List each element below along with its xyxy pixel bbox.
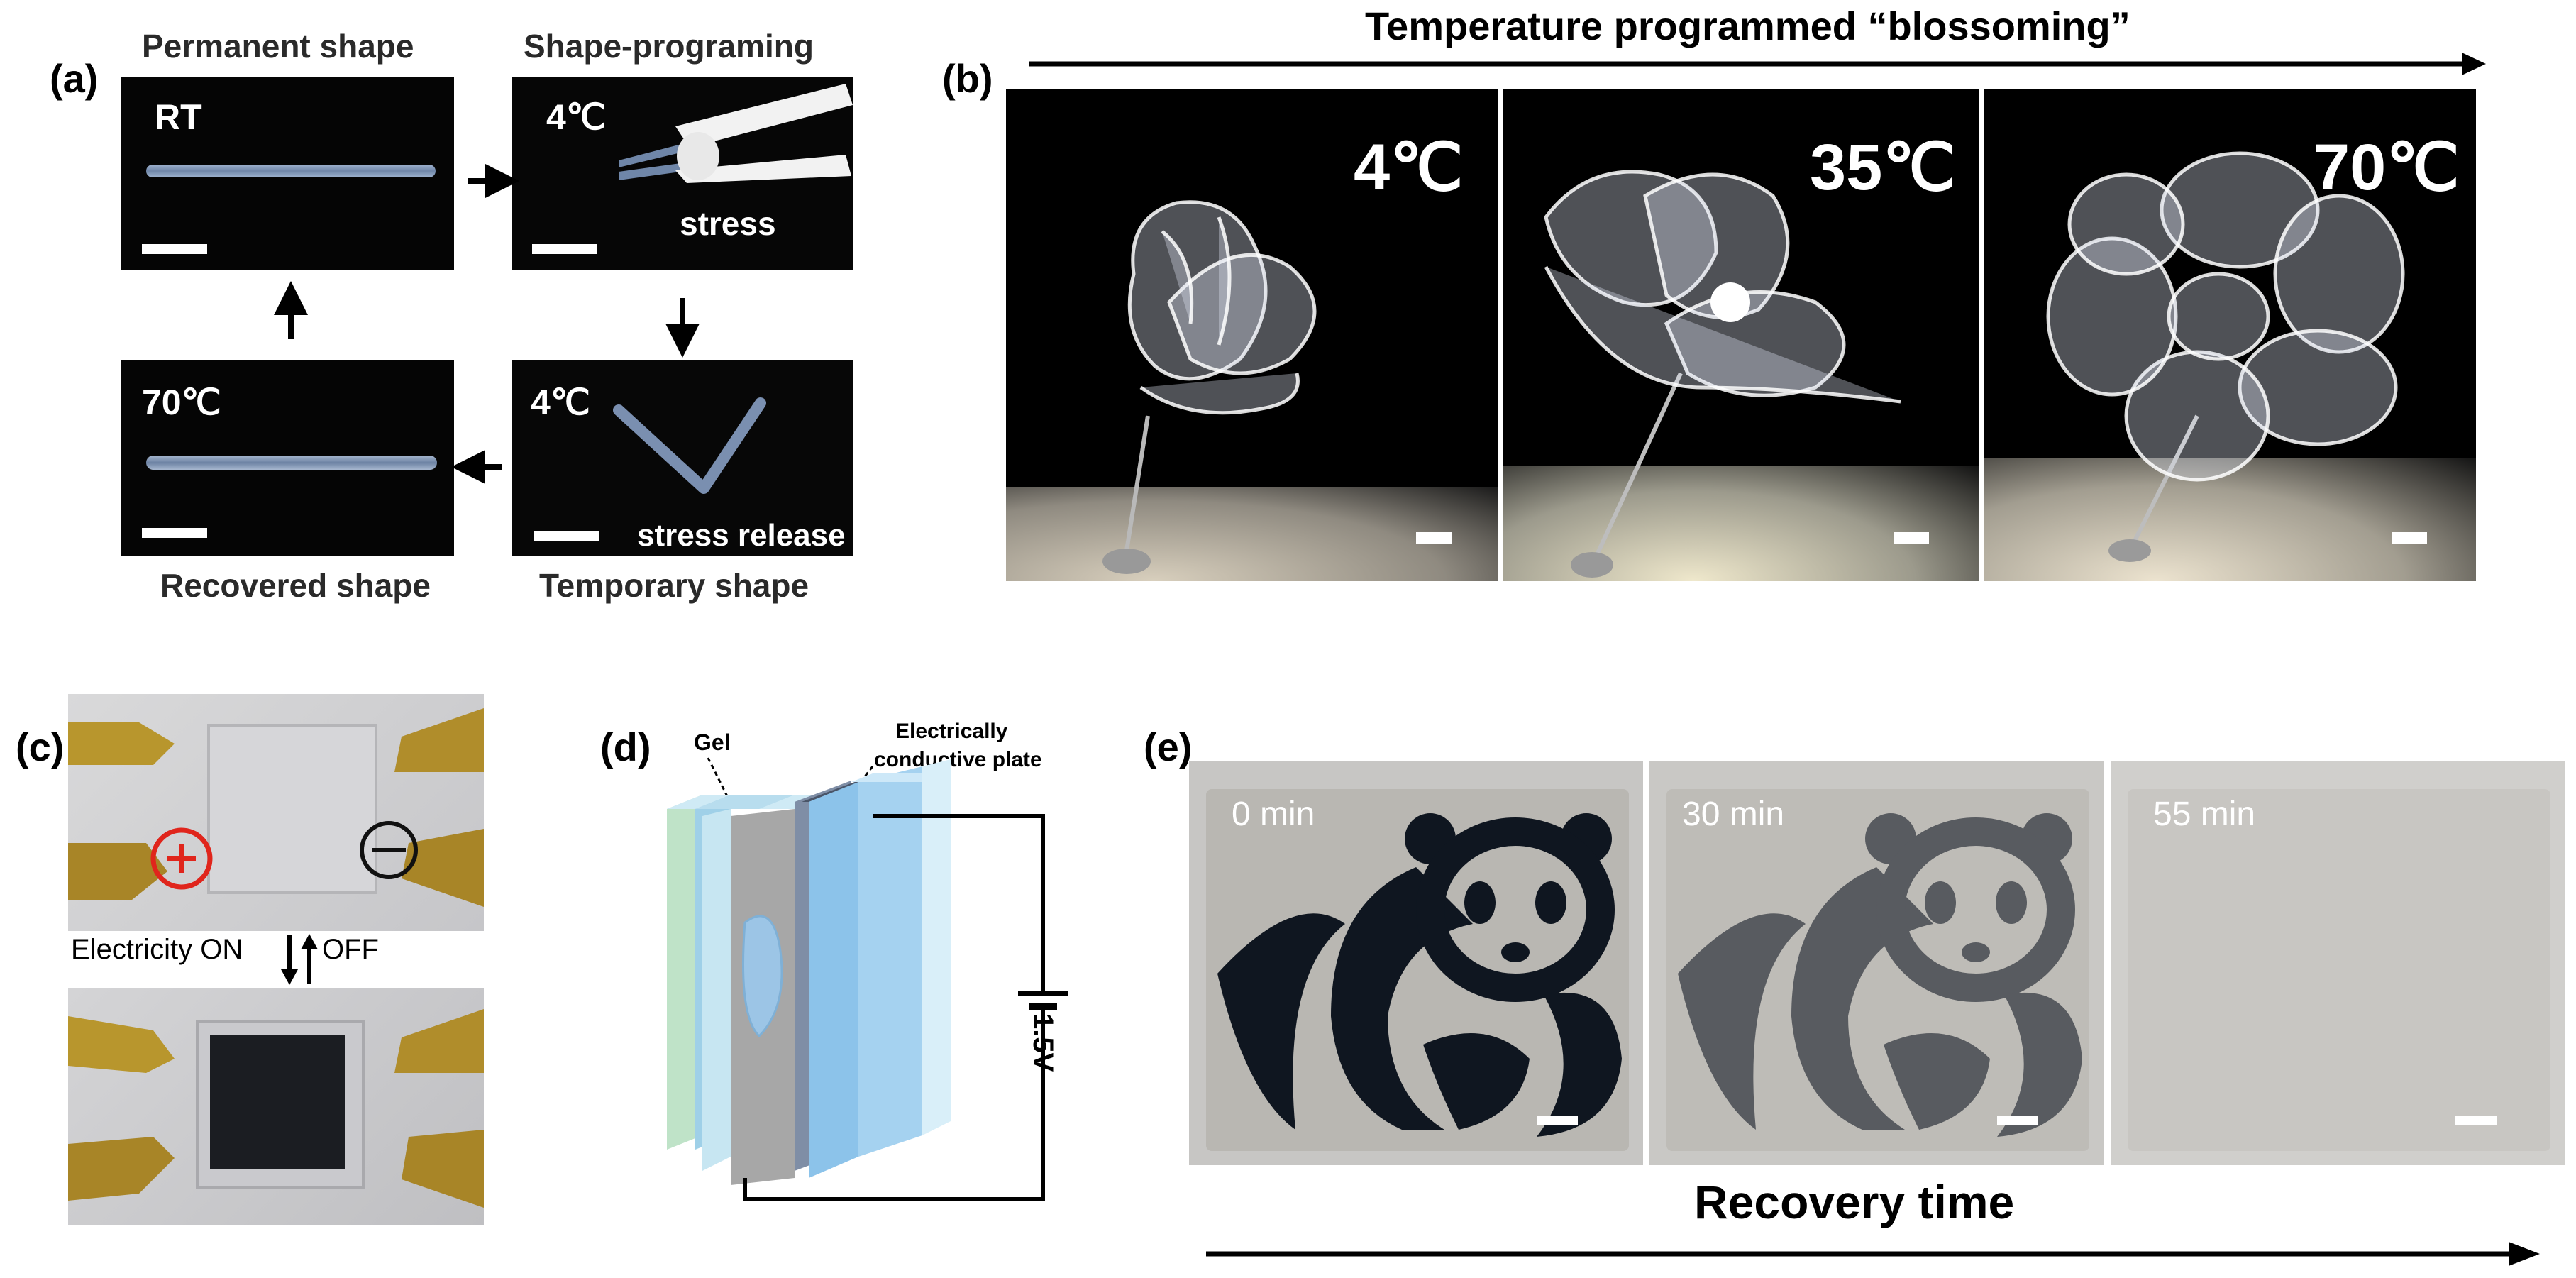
photo-shape-programming: 4℃ stress — [512, 77, 853, 270]
panda-pattern-dark — [1217, 813, 1622, 1137]
caption-permanent-shape: Permanent shape — [142, 28, 414, 65]
scale-bar — [534, 531, 599, 541]
panda-pattern-fading — [1678, 813, 2082, 1137]
photo-electricity-on — [68, 988, 484, 1225]
time-0min: 0 min — [1232, 795, 1315, 833]
photo-blossom-35c: 35℃ — [1503, 89, 1979, 581]
recov-temp-label: 70℃ — [142, 382, 221, 422]
panel-a-tag: (a) — [50, 56, 99, 101]
scale-bar — [1997, 1116, 2038, 1125]
flower-closed-illustration — [1102, 200, 1317, 574]
photo-permanent-shape: RT — [121, 77, 454, 270]
caption-shape-programming: Shape-programing — [524, 28, 814, 65]
stress-release-label: stress release — [637, 518, 846, 553]
electricity-off-label: OFF — [322, 934, 379, 965]
time-30min: 30 min — [1682, 795, 1785, 833]
scale-bar — [142, 528, 207, 538]
plate-label-line1: Electrically — [895, 720, 1008, 743]
photo-panda-30min: 30 min — [1649, 761, 2104, 1165]
temp-70c: 70℃ — [2314, 131, 2460, 204]
panel-d-tag: (d) — [600, 725, 651, 769]
gel-square-dark — [210, 1035, 345, 1169]
scale-bar — [2455, 1116, 2497, 1125]
recovery-time-label: Recovery time — [1694, 1176, 2015, 1228]
flower-half-open-illustration — [1544, 170, 1901, 578]
scale-bar — [532, 244, 597, 254]
photo-panda-55min: 55 min — [2111, 761, 2565, 1165]
photo-blossom-70c: 70℃ — [1984, 89, 2476, 581]
on-off-arrows — [281, 934, 318, 985]
caption-temporary-shape: Temporary shape — [539, 567, 809, 604]
stress-label: stress — [680, 205, 776, 242]
photo-electricity-off — [68, 694, 484, 931]
gel-strip — [146, 165, 436, 177]
voltage-label: 1.5V — [1027, 1013, 1058, 1072]
rt-label: RT — [155, 97, 202, 137]
scale-bar — [1416, 532, 1452, 544]
temp-temp-label: 4℃ — [531, 382, 590, 422]
scale-bar — [2392, 532, 2427, 544]
plate-label-line2: conductive plate — [874, 748, 1042, 771]
panel-c-tag: (c) — [16, 725, 65, 769]
bent-strip — [613, 397, 766, 494]
panel-e-tag: (e) — [1144, 725, 1193, 769]
blossoming-arrow — [1029, 53, 2486, 75]
tweezers-illustration — [619, 84, 853, 183]
clamps-illustration — [68, 708, 484, 907]
electricity-on-label: Electricity ON — [71, 934, 243, 965]
electrochemical-cell-diagram — [667, 757, 1068, 1201]
gel-strip — [146, 456, 437, 470]
temp-4c: 4℃ — [1354, 131, 1464, 204]
time-55min: 55 min — [2153, 795, 2256, 833]
clamps-illustration — [68, 1009, 484, 1208]
caption-recovered-shape: Recovered shape — [160, 567, 431, 604]
prog-temp-label: 4℃ — [546, 97, 606, 137]
photo-blossom-4c: 4℃ — [1006, 89, 1498, 581]
recovery-time-arrow — [1206, 1242, 2540, 1266]
scale-bar — [1537, 1116, 1578, 1125]
photo-temporary-shape: 4℃ stress release — [512, 360, 853, 556]
gel-label: Gel — [694, 729, 731, 755]
photo-panda-0min: 0 min — [1189, 761, 1643, 1165]
hand-background — [1006, 487, 1498, 581]
photo-recovered-shape: 70℃ — [121, 360, 454, 556]
hand-background — [1984, 458, 2476, 581]
temp-35c: 35℃ — [1810, 131, 1956, 204]
panel-b-tag: (b) — [942, 56, 993, 101]
scale-bar — [1894, 532, 1929, 544]
scale-bar — [142, 244, 207, 254]
gel-sheet — [2128, 789, 2550, 1151]
flower-bloomed-illustration — [2046, 151, 2405, 562]
gel-square-clear — [207, 724, 377, 894]
panel-b-title: Temperature programmed “blossoming” — [1365, 4, 2130, 48]
